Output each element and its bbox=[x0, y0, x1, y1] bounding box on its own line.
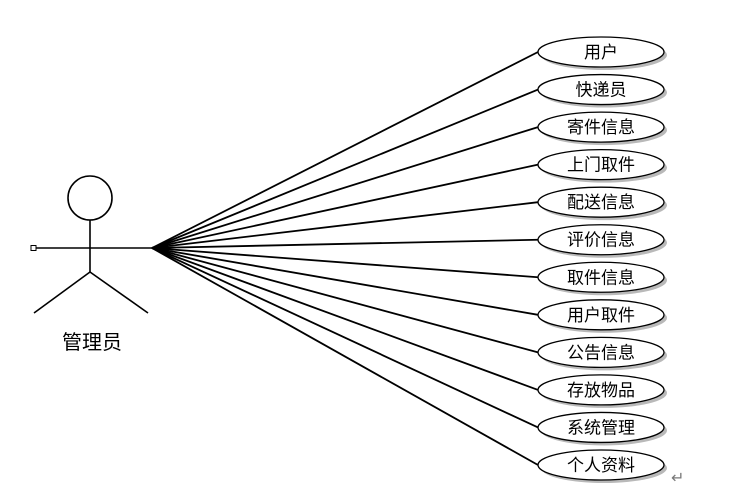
use-case: 快递员 bbox=[537, 73, 667, 108]
use-case-ellipse bbox=[537, 374, 665, 406]
association-lines bbox=[151, 51, 539, 466]
use-case-ellipse bbox=[537, 224, 665, 256]
use-case: 用户 bbox=[537, 36, 667, 70]
use-case-label: 个人资料 bbox=[567, 456, 635, 476]
paragraph-mark: ↵ bbox=[671, 468, 684, 487]
association-line bbox=[151, 126, 539, 249]
use-case-ellipse bbox=[537, 449, 665, 481]
use-case-label: 上门取件 bbox=[567, 156, 635, 176]
association-line bbox=[151, 51, 539, 249]
use-case: 上门取件 bbox=[537, 148, 667, 183]
use-case-ellipse bbox=[537, 336, 665, 369]
association-line bbox=[151, 201, 539, 249]
association-line bbox=[151, 247, 539, 429]
use-case-label: 取件信息 bbox=[567, 268, 635, 288]
actor-name: 管理员 bbox=[62, 330, 122, 354]
use-case-label: 评价信息 bbox=[567, 231, 635, 251]
association-line bbox=[151, 163, 539, 249]
association-line bbox=[151, 247, 539, 354]
use-case: 系统管理 bbox=[537, 411, 667, 446]
use-case-ellipse bbox=[537, 261, 665, 293]
use-case-list: 用户快递员寄件信息上门取件配送信息评价信息取件信息用户取件公告信息存放物品系统管… bbox=[537, 36, 667, 483]
association-line bbox=[151, 247, 539, 279]
actor-head bbox=[67, 175, 113, 221]
use-case: 用户取件 bbox=[537, 299, 667, 333]
use-case-ellipse bbox=[537, 111, 665, 143]
use-case: 公告信息 bbox=[537, 336, 667, 371]
use-case-label: 用户 bbox=[584, 43, 618, 63]
use-case-ellipse bbox=[537, 148, 665, 181]
use-case-ellipse bbox=[537, 411, 665, 444]
use-case-ellipse bbox=[537, 73, 665, 106]
association-line bbox=[151, 238, 539, 249]
use-case-label: 寄件信息 bbox=[567, 118, 635, 138]
actor-arm-anchor bbox=[30, 245, 37, 251]
association-line bbox=[151, 247, 539, 316]
use-case-label: 配送信息 bbox=[567, 193, 635, 213]
actor-right-leg bbox=[89, 271, 149, 314]
use-case-label: 存放物品 bbox=[567, 381, 635, 401]
association-line bbox=[151, 88, 539, 249]
association-line bbox=[151, 247, 539, 391]
use-case: 寄件信息 bbox=[537, 111, 667, 146]
use-case-label: 用户取件 bbox=[567, 306, 635, 326]
use-case-label: 公告信息 bbox=[567, 343, 635, 363]
use-case: 取件信息 bbox=[537, 261, 667, 296]
use-case-label: 系统管理 bbox=[567, 418, 635, 438]
use-case-ellipse bbox=[537, 36, 665, 68]
actor-figure: 管理员 bbox=[30, 175, 152, 354]
use-case: 个人资料 bbox=[537, 449, 667, 483]
use-case-ellipse bbox=[537, 299, 665, 331]
use-case: 配送信息 bbox=[537, 186, 667, 221]
use-case: 评价信息 bbox=[537, 224, 667, 258]
association-line bbox=[151, 247, 539, 466]
use-case-ellipse bbox=[537, 186, 665, 218]
use-case: 存放物品 bbox=[537, 374, 667, 408]
actor-left-leg bbox=[33, 271, 91, 314]
use-case-label: 快递员 bbox=[576, 81, 627, 101]
